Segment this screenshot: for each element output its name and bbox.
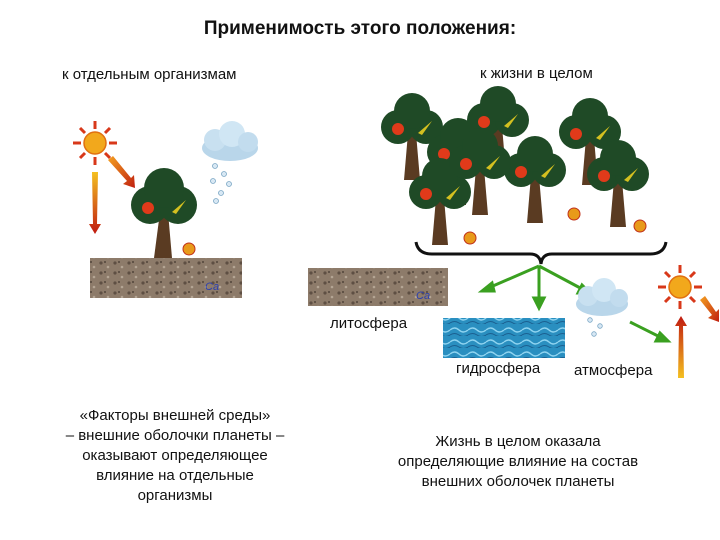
hydrosphere-label: гидросфера (456, 360, 541, 377)
page-title: Применимость этого положения: (203, 18, 517, 39)
sun-ray-arrow-right (675, 316, 687, 378)
lithosphere-label: литосфера (330, 315, 408, 332)
forest-tree (587, 140, 649, 227)
bracket (414, 241, 668, 265)
right-caption: Жизнь в целом оказала определяющие влиян… (358, 432, 678, 492)
sun-ray-diagonal-arrow (108, 156, 135, 188)
atmosphere-label: атмосфера (574, 362, 653, 379)
left-caption-line: «Факторы внешней среды» (79, 407, 271, 424)
right-caption-line: определяющие влияние на состав (397, 453, 639, 470)
soil-element-label: Ca (205, 281, 219, 293)
fallen-apple (567, 207, 581, 221)
forest (381, 86, 649, 245)
fallen-apple (463, 231, 477, 245)
forest-tree (559, 98, 621, 185)
left-caption-line: оказывают определяющее (82, 447, 268, 464)
soil-element-label-right: Ca (416, 290, 430, 302)
soil-right (308, 268, 448, 306)
left-caption-line: влияние на отдельные (96, 467, 254, 484)
forest-tree (449, 128, 511, 215)
forest-tree (409, 158, 471, 245)
sun-icon-left (73, 121, 117, 165)
forest-tree (504, 136, 566, 223)
arrow-to-atmosphere (629, 320, 672, 343)
left-heading: к отдельным организмам (62, 66, 237, 83)
sun-ray-diagonal-right (700, 296, 719, 322)
left-caption: «Факторы внешней среды» – внешние оболоч… (40, 406, 310, 506)
left-caption-line: – внешние оболочки планеты – (65, 427, 285, 444)
sun-icon-right (658, 265, 702, 309)
right-caption-line: Жизнь в целом оказала (435, 433, 601, 450)
tree-left (131, 168, 197, 258)
forest-tree (381, 93, 443, 180)
right-heading: к жизни в целом (480, 65, 593, 82)
cloud-icon-left (202, 121, 258, 204)
hydrosphere-image (443, 318, 565, 358)
cloud-icon-right (576, 278, 628, 337)
soil-left (90, 258, 242, 298)
green-arrows (477, 264, 594, 312)
fallen-apple (633, 219, 647, 233)
fallen-apple-left (182, 242, 196, 256)
sun-ray-arrow (89, 172, 101, 234)
right-caption-line: внешних оболочек планеты (421, 473, 615, 490)
left-caption-line: организмы (137, 487, 213, 504)
